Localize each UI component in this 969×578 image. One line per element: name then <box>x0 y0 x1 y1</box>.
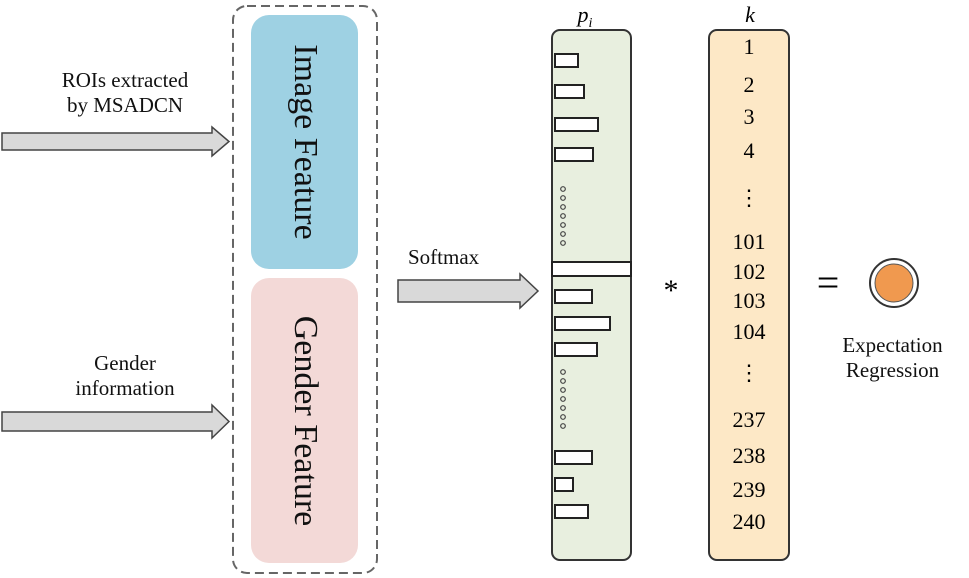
pi-ellipsis-top <box>560 186 566 246</box>
k-ellipsis: ⋮ <box>738 360 760 385</box>
roi-label-line1: ROIs extracted <box>61 68 189 92</box>
k-value: 102 <box>733 259 766 284</box>
prob-bar <box>554 342 598 357</box>
prob-bar-peak <box>551 261 632 277</box>
prob-bar <box>554 450 593 465</box>
k-value: 240 <box>733 509 766 534</box>
k-values: 1 2 3 4 ⋮ 101 102 103 104 ⋮ 237 238 239 240 <box>733 34 766 534</box>
k-value: 238 <box>733 443 766 468</box>
prob-bar <box>554 289 593 304</box>
k-value: 3 <box>744 104 755 129</box>
prob-bar <box>554 316 611 331</box>
probability-bars <box>551 53 632 519</box>
multiply-symbol: * <box>664 274 679 307</box>
output-label-line2: Regression <box>845 358 940 382</box>
gender-input-label: Gender information <box>20 351 230 401</box>
pi-ellipsis-bottom <box>560 369 566 429</box>
output-node-icon <box>874 263 914 303</box>
k-value: 101 <box>733 229 766 254</box>
k-value: 1 <box>744 34 755 59</box>
image-feature-box: Image Feature <box>251 15 358 269</box>
output-label-line1: Expectation <box>842 333 943 357</box>
prob-bar <box>554 117 599 132</box>
k-value: 237 <box>733 407 766 432</box>
prob-bar <box>554 477 574 492</box>
prob-bar <box>554 84 585 99</box>
gender-feature-box: Gender Feature <box>251 278 358 563</box>
output-label: Expectation Regression <box>820 333 965 383</box>
k-value: 2 <box>744 72 755 97</box>
k-header: k <box>745 2 756 27</box>
roi-label-line2: by MSADCN <box>66 93 184 117</box>
k-value: 4 <box>744 138 755 163</box>
prob-bar <box>554 53 579 68</box>
softmax-label: Softmax <box>408 245 480 269</box>
roi-input-label: ROIs extracted by MSADCN <box>20 68 230 118</box>
gender-arrow <box>1 403 231 440</box>
prob-bar <box>554 147 594 162</box>
equals-symbol: = <box>817 260 840 305</box>
roi-arrow <box>1 125 231 158</box>
k-column <box>708 29 790 561</box>
pi-header: pi <box>576 2 593 31</box>
feature-fusion-frame <box>232 5 378 574</box>
k-value: 239 <box>733 477 766 502</box>
k-ellipsis: ⋮ <box>738 185 760 210</box>
k-value: 104 <box>733 319 766 344</box>
gender-label-line2: information <box>75 376 175 400</box>
gender-label-line1: Gender <box>94 351 156 375</box>
prob-bar <box>554 504 589 519</box>
softmax-arrow <box>397 272 540 310</box>
k-value: 103 <box>733 288 766 313</box>
